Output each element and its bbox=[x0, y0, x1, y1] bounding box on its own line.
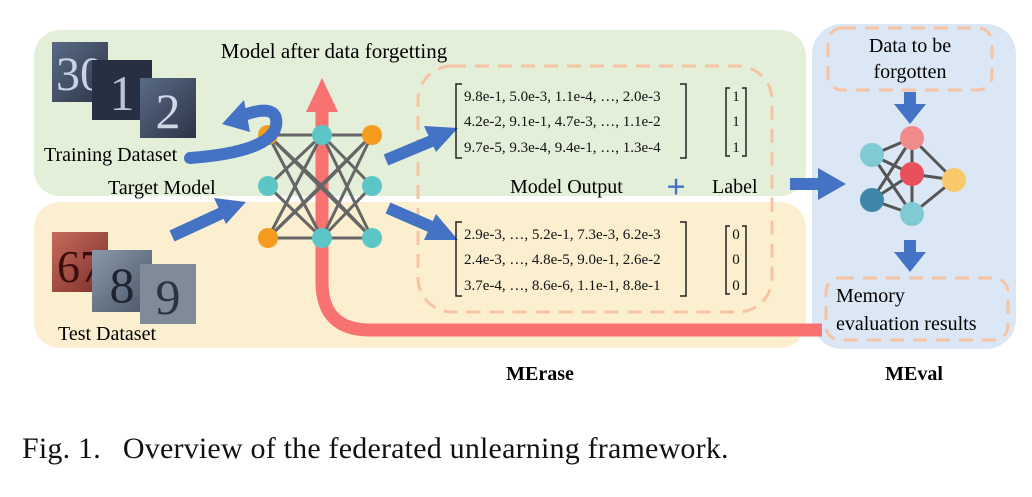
model-output-label: Model Output bbox=[510, 176, 623, 198]
train-matrix-row: 9.8e-1, 5.0e-3, 1.1e-4, …, 2.0e-3 bbox=[464, 89, 661, 105]
meval-panel bbox=[812, 24, 1016, 349]
data-forgotten-line2: forgotten bbox=[874, 61, 947, 83]
train-label: 1 bbox=[732, 89, 740, 105]
node-teal bbox=[362, 228, 382, 248]
meval-node-yellow bbox=[942, 168, 966, 192]
node-teal bbox=[258, 176, 278, 196]
test-matrix-row: 2.9e-3, …, 5.2e-1, 7.3e-3, 6.2e-3 bbox=[464, 227, 661, 243]
memory-eval-line1: Memory bbox=[836, 285, 905, 307]
feedback-arrow-path bbox=[315, 112, 822, 337]
test-matrix-brackets bbox=[455, 221, 747, 297]
test-dataset-label: Test Dataset bbox=[58, 323, 156, 345]
train-image-3: 2 bbox=[156, 83, 181, 139]
train-matrix-row: 4.2e-2, 9.1e-1, 4.7e-3, …, 1.1e-2 bbox=[464, 114, 661, 130]
to-meval-arrowhead bbox=[818, 168, 846, 200]
label-label: Label bbox=[712, 176, 758, 198]
train-matrix-row: 9.7e-5, 9.3e-4, 9.4e-1, …, 1.3e-4 bbox=[464, 140, 661, 156]
training-loop-arrowhead bbox=[222, 100, 250, 132]
memory-eval-box bbox=[824, 276, 1010, 342]
target-model-label: Target Model bbox=[108, 177, 216, 199]
meval-node-dark bbox=[860, 188, 884, 212]
model-to-test-output-arrow bbox=[385, 202, 437, 234]
meval-network-nodes bbox=[860, 126, 966, 226]
merase-label: MErase bbox=[506, 363, 574, 385]
model-to-train-output-arrow bbox=[383, 134, 437, 166]
test-matrix-row: 2.4e-3, …, 4.8e-5, 9.0e-1, 2.6e-2 bbox=[464, 252, 661, 268]
test-label: 0 bbox=[732, 227, 740, 243]
train-image-2: 1 bbox=[110, 65, 135, 121]
test-matrix-row: 3.7e-4, …, 8.6e-6, 1.1e-1, 8.8e-1 bbox=[464, 278, 661, 294]
test-image-3: 9 bbox=[156, 269, 181, 325]
node-teal bbox=[312, 228, 332, 248]
test-to-model-arrow bbox=[169, 206, 227, 242]
train-matrix: 9.8e-1, 5.0e-3, 1.1e-4, …, 2.0e-3 4.2e-2… bbox=[464, 89, 740, 156]
meval-node-pink bbox=[900, 126, 924, 150]
model-after-forgetting-label: Model after data forgetting bbox=[221, 39, 448, 63]
meval-node-red bbox=[900, 162, 924, 186]
train-matrix-brackets bbox=[455, 83, 747, 159]
training-images: 30 1 2 bbox=[52, 42, 196, 139]
test-matrix: 2.9e-3, …, 5.2e-1, 7.3e-3, 6.2e-3 2.4e-3… bbox=[464, 227, 740, 294]
meval-down-arrowhead-1 bbox=[894, 104, 926, 124]
test-label: 0 bbox=[732, 278, 740, 294]
plus-icon: + bbox=[666, 169, 685, 206]
train-label: 1 bbox=[732, 140, 740, 156]
node-teal bbox=[312, 125, 332, 145]
meval-label: MEval bbox=[885, 363, 943, 385]
figure-caption: Fig. 1. Overview of the federated unlearn… bbox=[22, 432, 729, 466]
caption-text: Overview of the federated unlearning fra… bbox=[122, 432, 729, 465]
test-to-model-arrowhead bbox=[214, 198, 246, 224]
data-forgotten-line1: Data to be bbox=[869, 35, 951, 57]
node-teal bbox=[362, 176, 382, 196]
memory-eval-line2: evaluation results bbox=[836, 313, 977, 335]
model-to-train-output-arrowhead bbox=[424, 126, 458, 152]
model-to-test-output-arrowhead bbox=[424, 214, 458, 240]
training-dataset-label: Training Dataset bbox=[44, 144, 178, 166]
meval-down-arrowhead-2 bbox=[894, 252, 926, 272]
model-output-dashed-box bbox=[416, 64, 774, 314]
train-label: 1 bbox=[732, 114, 740, 130]
feedback-arrowhead bbox=[306, 78, 338, 112]
meval-node-teal bbox=[900, 202, 924, 226]
node-orange bbox=[362, 125, 382, 145]
test-images: 67 8 9 bbox=[52, 232, 196, 325]
test-label: 0 bbox=[732, 252, 740, 268]
meval-node-teal bbox=[860, 143, 884, 167]
training-loop-arrow bbox=[184, 104, 283, 164]
test-image-2: 8 bbox=[110, 257, 135, 313]
caption-number: Fig. 1. bbox=[22, 432, 101, 465]
data-forgotten-box bbox=[826, 26, 994, 92]
node-orange bbox=[258, 228, 278, 248]
